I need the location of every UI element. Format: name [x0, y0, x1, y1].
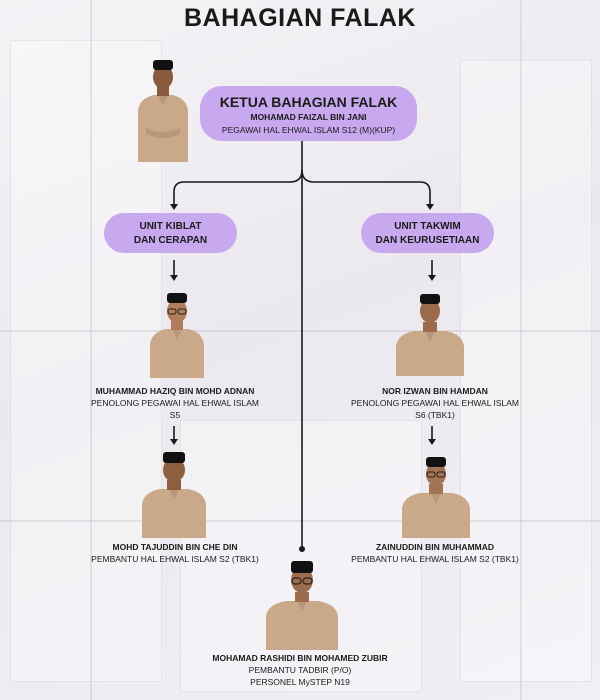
arrow-head [426, 204, 434, 210]
arrow-head [428, 439, 436, 445]
staff-card: ZAINUDDIN BIN MUHAMMAD PEMBANTU HAL EHWA… [320, 541, 550, 565]
head-photo [138, 60, 188, 162]
staff-photo [266, 561, 338, 650]
staff-photo [142, 452, 206, 538]
staff-extra: PERSONEL MySTEP N19 [250, 677, 350, 687]
arrow-head [428, 275, 436, 281]
head-position: PEGAWAI HAL EHWAL ISLAM S12 (M)(KUP) [221, 125, 396, 135]
unit-takwim: UNIT TAKWIM DAN KEURUSETIAAN [361, 213, 494, 253]
staff-grade: S5 [169, 410, 181, 420]
staff-card: NOR IZWAN BIN HAMDAN PENOLONG PEGAWAI HA… [320, 385, 550, 421]
bg-building [10, 40, 162, 682]
staff-card: MOHAMAD RASHIDI BIN MOHAMED ZUBIR PEMBAN… [180, 652, 420, 688]
staff-card: MOHD TAJUDDIN BIN CHE DIN PEMBANTU HAL E… [60, 541, 290, 565]
bg-building [180, 420, 422, 692]
staff-name: ZAINUDDIN BIN MUHAMMAD [375, 542, 495, 552]
arrow-head [170, 204, 178, 210]
arrow-head [170, 275, 178, 281]
staff-photo [396, 294, 464, 376]
page-title: BAHAGIAN FALAK [184, 4, 416, 32]
staff-position: PEMBANTU HAL EHWAL ISLAM S2 (TBK1) [91, 554, 259, 564]
staff-name: NOR IZWAN BIN HAMDAN [382, 386, 488, 396]
bg-building [460, 60, 592, 682]
staff-name: MOHAMAD RASHIDI BIN MOHAMED ZUBIR [212, 653, 388, 663]
staff-name: MOHD TAJUDDIN BIN CHE DIN [112, 542, 238, 552]
staff-position: PEMBANTU TADBIR (P/O) [248, 665, 352, 675]
unit-label: DAN CERAPAN [133, 235, 208, 246]
head-box: KETUA BAHAGIAN FALAK MOHAMAD FAIZAL BIN … [200, 86, 417, 141]
bg-line [90, 0, 92, 700]
head-name: MOHAMAD FAIZAL BIN JANI [250, 112, 367, 122]
staff-position: PENOLONG PEGAWAI HAL EHWAL ISLAM [351, 398, 519, 408]
bg-line [0, 520, 600, 522]
unit-label: UNIT KIBLAT [139, 221, 202, 232]
head-role: KETUA BAHAGIAN FALAK [219, 94, 398, 110]
staff-name: MUHAMMAD HAZIQ BIN MOHD ADNAN [95, 386, 255, 396]
staff-card: MUHAMMAD HAZIQ BIN MOHD ADNAN PENOLONG P… [60, 385, 290, 421]
staff-photo [150, 293, 204, 378]
bg-line [0, 330, 600, 332]
connector-dot [299, 546, 305, 552]
unit-label: UNIT TAKWIM [394, 221, 461, 232]
connector-right [301, 169, 431, 205]
arrow-head [170, 439, 178, 445]
staff-photo [402, 457, 470, 538]
unit-label: DAN KEURUSETIAAN [375, 235, 480, 246]
bg-line [520, 0, 522, 700]
unit-kiblat: UNIT KIBLAT DAN CERAPAN [104, 213, 237, 253]
staff-position: PEMBANTU HAL EHWAL ISLAM S2 (TBK1) [351, 554, 519, 564]
staff-grade: S6 (TBK1) [415, 410, 455, 420]
staff-position: PENOLONG PEGAWAI HAL EHWAL ISLAM [91, 398, 259, 408]
